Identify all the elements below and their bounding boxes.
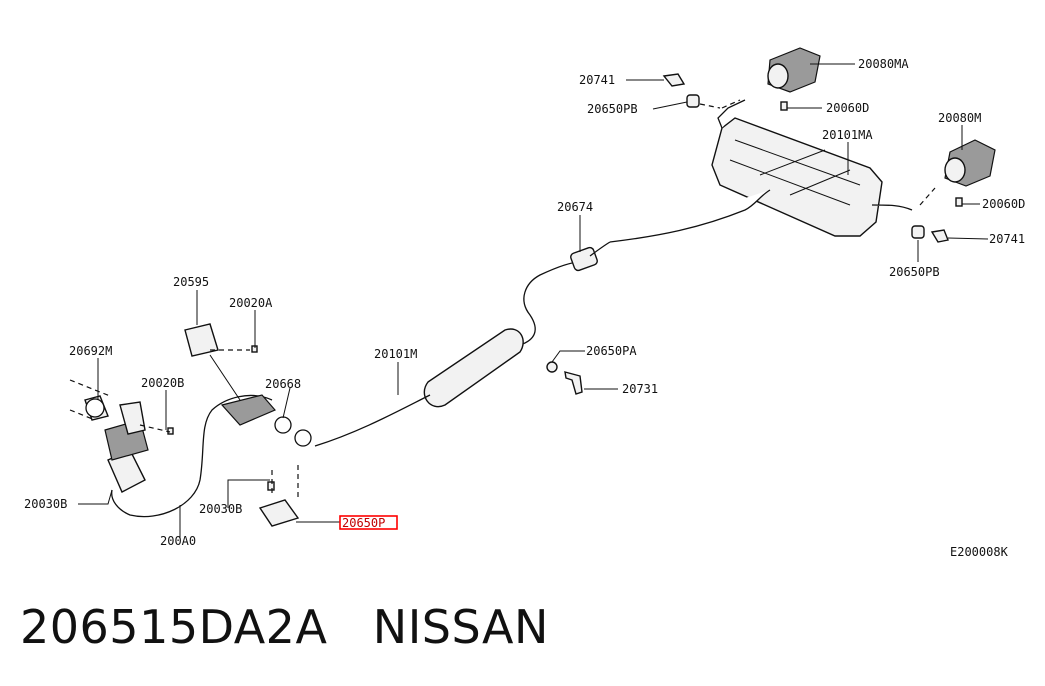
center-muffler [314,241,611,447]
label-20060D-right: 20060D [982,197,1025,211]
front-pipe [84,394,312,518]
title-spacer [327,600,372,654]
part-number: 206515DA2A [20,600,328,654]
label-20741-right: 20741 [989,232,1025,246]
label-20650PA: 20650PA [586,344,637,358]
brand: NISSAN [372,600,549,654]
dashed-guides [69,99,936,500]
heat-shield-bracket [184,323,300,527]
leader-lines [78,63,989,538]
label-20595: 20595 [173,275,209,289]
label-20030B-left: 20030B [24,497,67,511]
label-20668: 20668 [265,377,301,391]
tail-tip-right [944,139,996,187]
label-20020A: 20020A [229,296,273,310]
label-20650P[interactable]: 20650P [342,516,385,530]
label-200A0: 200A0 [160,534,196,548]
label-20060D-top: 20060D [826,101,869,115]
label-20080MA: 20080MA [858,57,909,71]
tail-tip-upper [767,47,821,93]
label-20030B-mid: 20030B [199,502,242,516]
label-20020B: 20020B [141,376,184,390]
diagram-code: E200008K [950,545,1009,559]
label-20692M: 20692M [69,344,112,358]
label-20741-top: 20741 [579,73,615,87]
label-20101MA: 20101MA [822,128,873,142]
label-20731: 20731 [622,382,658,396]
label-20650PB-top: 20650PB [587,102,638,116]
label-20674: 20674 [557,200,593,214]
label-20650PB-right: 20650PB [889,265,940,279]
main-muffler [609,99,913,243]
label-20080M: 20080M [938,111,981,125]
hardware-items [167,73,963,491]
label-20101M: 20101M [374,347,417,361]
footer-title: 206515DA2A NISSAN [20,600,549,654]
highlight-box [339,515,398,530]
